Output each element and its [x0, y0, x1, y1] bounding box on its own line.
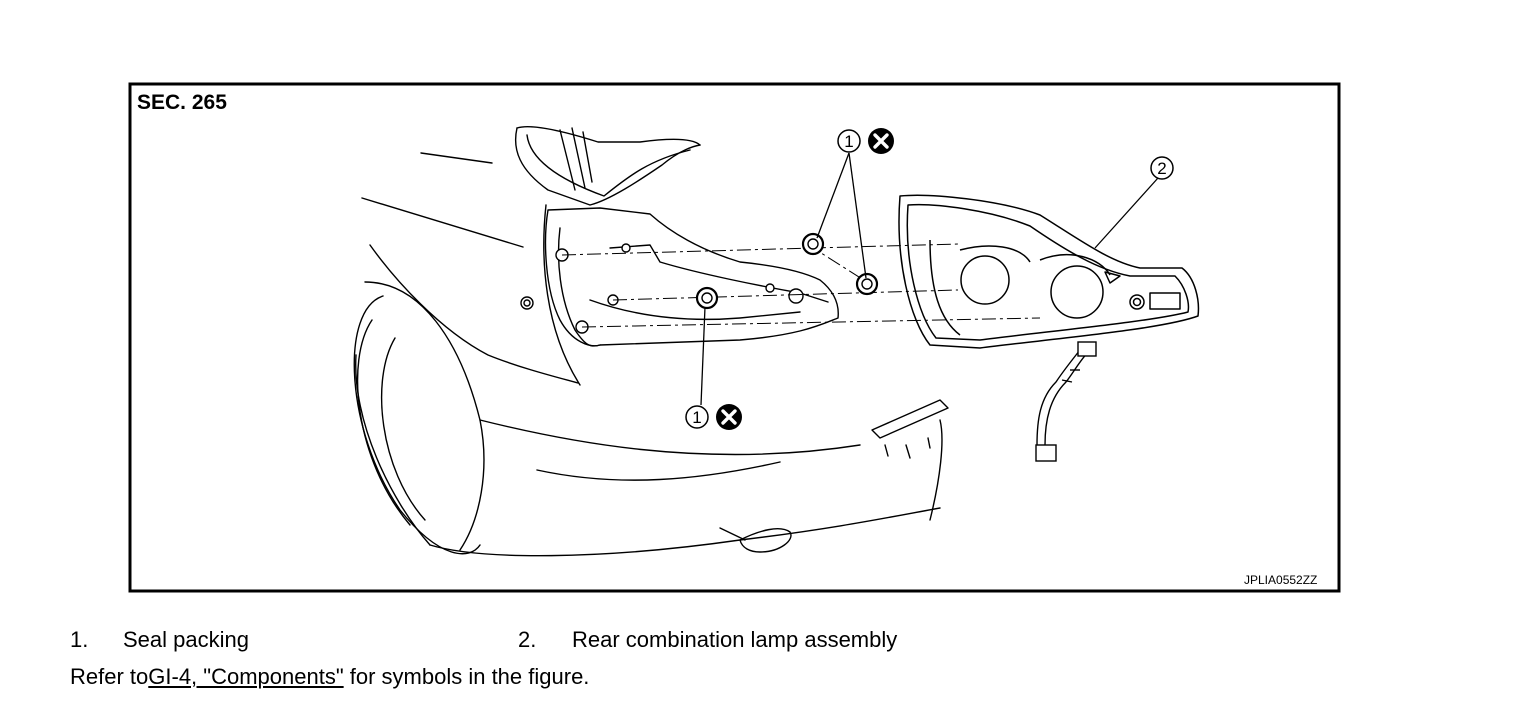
callout-seal-packing-top: 1	[837, 128, 894, 154]
callout-lamp-assembly: 2	[1150, 156, 1174, 180]
svg-text:1: 1	[844, 132, 853, 151]
refer-suffix: for symbols in the figure.	[343, 664, 590, 689]
x-circle-icon	[716, 404, 742, 430]
refer-prefix: Refer to	[70, 664, 149, 689]
legend-number: 2.	[518, 627, 537, 652]
svg-text:1: 1	[692, 408, 701, 427]
seal-packing	[695, 232, 879, 310]
svg-text:2: 2	[1157, 159, 1166, 178]
legend-item-2: 2.	[518, 628, 536, 652]
legend-number: 1.	[70, 627, 89, 652]
alignment-lines	[561, 243, 1041, 328]
legend-item-1: 1.	[70, 628, 88, 652]
vehicle-body	[353, 126, 949, 557]
legend-text: Rear combination lamp assembly	[572, 627, 898, 652]
refer-note: Refer toGI-4, "Components" for symbols i…	[70, 665, 589, 689]
figure-code: JPLIA0552ZZ	[1244, 573, 1317, 587]
lamp-harness	[1035, 341, 1097, 462]
section-label: SEC. 265	[137, 91, 227, 114]
legend-text: Seal packing	[123, 627, 249, 652]
x-circle-icon	[868, 128, 894, 154]
legend-label-1: Seal packing	[123, 628, 249, 652]
legend-label-2: Rear combination lamp assembly	[572, 628, 897, 652]
mounting-holes	[555, 243, 804, 334]
callout-seal-packing-bottom: 1	[685, 404, 742, 430]
figure-frame	[128, 82, 1341, 593]
components-link[interactable]: GI-4, "Components"	[148, 664, 344, 689]
rear-combination-lamp	[898, 194, 1200, 349]
leader-lines	[700, 152, 1159, 406]
